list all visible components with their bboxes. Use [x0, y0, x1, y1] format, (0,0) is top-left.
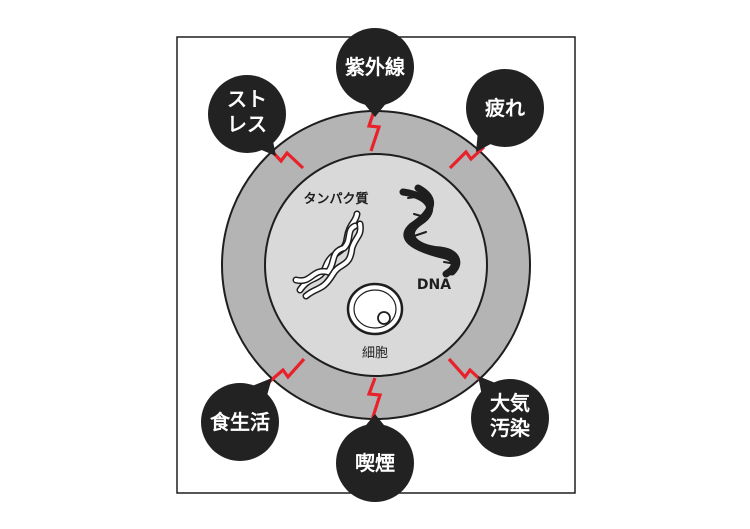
- bubble-pollution: 大気 汚染: [471, 376, 549, 457]
- lightning-bolt-top: [366, 110, 382, 152]
- lightning-bolt-upper-right: [448, 145, 486, 170]
- lightning-bolts: [266, 110, 486, 421]
- lightning-bolt-lower-left: [266, 357, 306, 385]
- protein-label: タンパク質: [303, 191, 368, 207]
- bubble-diet-label: 食生活: [210, 410, 270, 434]
- bubble-fatigue: 疲れ: [466, 69, 544, 152]
- bubble-stress-label-line1: スト: [227, 87, 267, 111]
- bubble-uv-label: 紫外線: [345, 55, 405, 79]
- bubble-smoking-label: 喫煙: [355, 451, 395, 475]
- bubble-fatigue-label: 疲れ: [485, 96, 525, 120]
- cell-icon: [346, 282, 404, 336]
- cell-label: 細胞: [362, 346, 388, 361]
- bubble-pollution-label-line2: 汚染: [490, 416, 531, 440]
- protein-strand-icon: [292, 210, 364, 300]
- bubble-uv: 紫外線: [336, 28, 414, 117]
- bubble-stress-label-line2: レス: [227, 112, 267, 136]
- bubble-stress: スト レス: [208, 75, 286, 156]
- lightning-bolt-lower-right: [447, 357, 486, 385]
- dna-label: DNA: [417, 277, 451, 293]
- bubble-smoking: 喫煙: [336, 414, 414, 502]
- bubble-pollution-label-line1: 大気: [490, 391, 530, 415]
- dna-helix-icon: [399, 184, 461, 278]
- bubble-diet: 食生活: [201, 378, 279, 461]
- lightning-bolt-bottom: [366, 377, 383, 421]
